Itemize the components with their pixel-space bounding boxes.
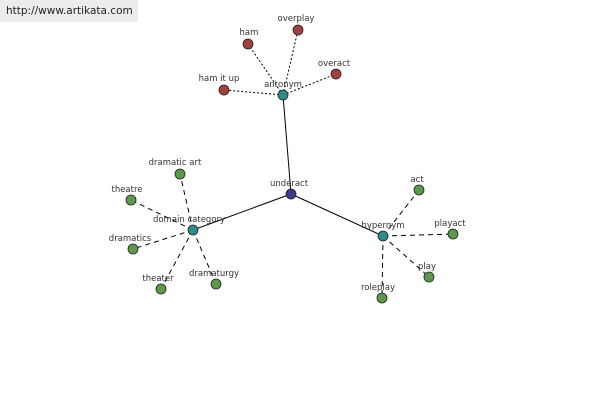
node-antonym <box>277 89 289 101</box>
label-ham: ham <box>240 28 259 38</box>
label-act: act <box>410 175 424 185</box>
edge-theatre <box>130 199 194 231</box>
node-ham-it-up <box>218 84 230 96</box>
label-theatre: theatre <box>111 185 142 195</box>
edge-domain-category <box>192 193 292 231</box>
label-ham-it-up: ham it up <box>199 74 240 84</box>
node-dramatic-art <box>174 168 186 180</box>
label-playact: playact <box>434 219 466 229</box>
label-overplay: overplay <box>278 14 315 24</box>
label-dramaturgy: dramaturgy <box>189 269 239 279</box>
node-theater <box>155 283 167 295</box>
node-domain-category <box>187 224 199 236</box>
label-dramatic-art: dramatic art <box>149 158 202 168</box>
edge-act <box>382 189 420 237</box>
edge-dramatics <box>132 229 194 250</box>
label-overact: overact <box>318 59 351 69</box>
label-play: play <box>418 262 436 272</box>
label-dramatics: dramatics <box>109 234 152 244</box>
node-act <box>413 184 425 196</box>
node-underact <box>285 188 297 200</box>
watermark-text: http://www.artikata.com <box>6 5 133 17</box>
edge-dramatic-art <box>179 173 194 231</box>
node-playact <box>447 228 459 240</box>
label-underact: underact <box>270 179 309 189</box>
label-hypernym: hypernym <box>361 221 404 231</box>
node-theatre <box>125 194 137 206</box>
watermark: http://www.artikata.com <box>0 0 138 22</box>
node-hypernym <box>377 230 389 242</box>
node-roleplay <box>376 292 388 304</box>
edge-hypernym <box>290 193 384 237</box>
edge-play <box>382 235 430 278</box>
edge-overplay <box>282 29 299 96</box>
label-domain-category: domain category <box>153 215 225 225</box>
edge-ham-it-up <box>223 89 284 96</box>
edge-playact <box>382 233 454 237</box>
node-ham <box>242 38 254 50</box>
node-overact <box>330 68 342 80</box>
edge-roleplay <box>381 235 384 299</box>
label-antonym: antonym <box>264 80 302 90</box>
edge-antonym <box>282 94 292 195</box>
edge-overact <box>282 73 337 96</box>
edge-dramaturgy <box>192 229 217 285</box>
label-roleplay: roleplay <box>361 283 395 293</box>
node-play <box>423 271 435 283</box>
label-theater: theater <box>142 274 174 284</box>
edge-theater <box>160 229 194 290</box>
node-dramatics <box>127 243 139 255</box>
node-dramaturgy <box>210 278 222 290</box>
node-overplay <box>292 24 304 36</box>
